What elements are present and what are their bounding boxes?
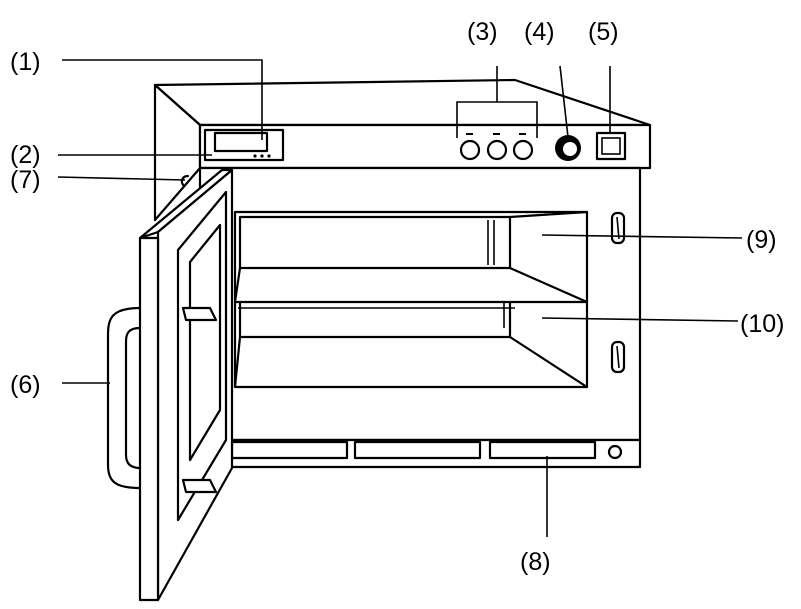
power-switch-inner [601, 137, 621, 155]
leader-line-1 [62, 59, 263, 140]
door-front-edge [138, 236, 160, 602]
display-panel [203, 128, 285, 162]
display-screen [213, 131, 269, 153]
indicator-dot [260, 154, 264, 158]
label-7: (7) [10, 166, 41, 194]
label-9: (9) [746, 226, 777, 254]
filter-section-1 [230, 440, 349, 460]
vent-detail [616, 345, 620, 369]
door-window-frame [176, 190, 228, 522]
label-4: (4) [524, 18, 555, 46]
door-handle-outer [106, 306, 142, 490]
label-6: (6) [10, 371, 41, 399]
cabinet-top [153, 78, 652, 127]
controls [459, 131, 627, 161]
vent-detail [616, 216, 620, 240]
leader-line-7 [57, 176, 186, 181]
timer-dial-face [563, 142, 577, 156]
label-2: (2) [10, 141, 41, 169]
indicator-dot [267, 154, 271, 158]
label-3: (3) [467, 18, 498, 46]
filter-section-3 [488, 440, 597, 460]
cavity-edge [233, 335, 242, 389]
door-latch-lower [181, 478, 218, 494]
oven-shelf [233, 266, 589, 304]
leader-line-4 [559, 65, 569, 138]
button-3-mark [519, 133, 526, 135]
label-8: (8) [520, 548, 551, 576]
air-filter [230, 440, 623, 460]
label-1: (1) [10, 48, 41, 76]
door-latch-upper [181, 306, 218, 322]
indicator-dot [253, 154, 257, 158]
button-1-mark [466, 133, 473, 135]
oven-cavity [233, 210, 589, 389]
cavity-edge [508, 335, 589, 389]
button-2 [486, 139, 508, 161]
label-10: (10) [740, 310, 784, 338]
filter-section-2 [353, 440, 482, 460]
callout-labels: (1) (2) (7) (3) (4) (5) (9) (10) (6) (8) [10, 18, 784, 576]
leader-lines [57, 59, 743, 537]
button-3 [512, 139, 534, 161]
leader-line-10 [541, 317, 739, 322]
label-5: (5) [588, 18, 619, 46]
door-window-glass [188, 223, 222, 462]
door-handle-inner [124, 326, 142, 470]
leader-line-9 [541, 234, 743, 239]
button-2-mark [493, 133, 500, 135]
button-1 [459, 139, 481, 161]
oven-door [138, 168, 234, 602]
cavity-edge [508, 210, 589, 219]
filter-screw [607, 444, 623, 460]
